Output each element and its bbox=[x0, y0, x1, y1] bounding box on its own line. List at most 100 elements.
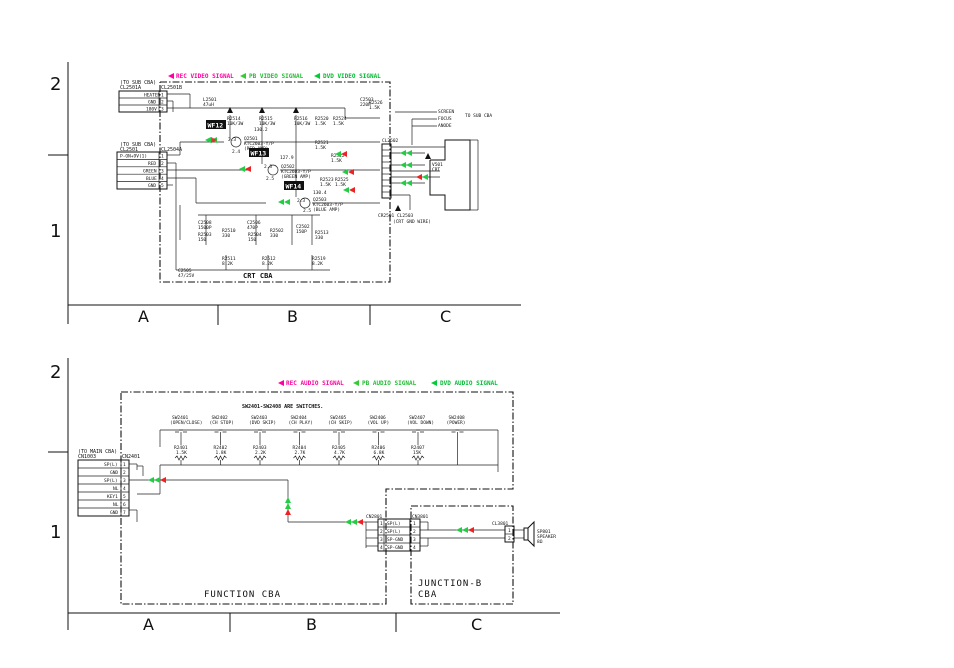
switch-1-ref: SW2401 bbox=[172, 415, 189, 421]
speaker-section: CL3801 1 2 SP801 SPEAKER 8Ω bbox=[492, 520, 556, 548]
legend-dvd-video: DVD VIDEO SIGNAL bbox=[323, 73, 381, 80]
junction-b-board-outline bbox=[410, 505, 514, 605]
c2503-val: 220P bbox=[360, 102, 371, 108]
q2503-part: KTC2603-Y/P bbox=[313, 202, 343, 208]
q2502-ref: Q2502 bbox=[281, 164, 295, 170]
v501-ref: V501 bbox=[432, 162, 443, 168]
cn3801-connector: CN3801 1 2 3 4 bbox=[409, 514, 429, 552]
q2502-symbol bbox=[267, 164, 279, 176]
switch-3-ref: SW2403 bbox=[251, 415, 268, 421]
c2502-val: 150P bbox=[296, 229, 307, 235]
cn3801-pin-1: 1 bbox=[413, 521, 416, 527]
cn2801-ref: CN2801 bbox=[366, 514, 383, 520]
switch-1-name: (OPEN/CLOSE) bbox=[170, 420, 203, 426]
c2506-val: 470P bbox=[247, 225, 258, 231]
r2502-val: 330 bbox=[270, 233, 278, 239]
conn2-pin-4-name: BLUE bbox=[146, 176, 157, 182]
conn2-pin-5-name: GND bbox=[148, 183, 156, 189]
switch-6-name: (VOL UP) bbox=[368, 420, 390, 426]
conn2-pin-2-num: 2 bbox=[161, 161, 164, 167]
conn1-pin-2-num: 2 bbox=[161, 100, 164, 106]
switch-4-name: (CH PLAY) bbox=[289, 420, 313, 426]
cn2801-pin-1-num: 1 bbox=[380, 521, 383, 527]
function-cba-label: FUNCTION CBA bbox=[204, 590, 281, 600]
conn2-pin-1-name: P-ON+9V(1) bbox=[120, 154, 147, 160]
r2521-val: 1.5K bbox=[315, 145, 326, 151]
cn2401-pin-5-num: 5 bbox=[123, 494, 126, 500]
cn2801-pin-4-num: 4 bbox=[380, 545, 383, 551]
wf13-label: WF13 bbox=[251, 150, 267, 158]
wf14-label: WF14 bbox=[286, 183, 302, 191]
r2503-val: 150 bbox=[198, 237, 206, 243]
switch-2-resistor-ref: R2402 bbox=[214, 445, 228, 451]
conn1-pin-1-num: 1 bbox=[161, 93, 164, 99]
wf12-label: WF12 bbox=[208, 122, 224, 130]
q2503-desc: (BLUE AMP) bbox=[313, 207, 340, 213]
cn3801-pin-2: 2 bbox=[413, 529, 416, 535]
r2514-val: 10K/3W bbox=[227, 121, 244, 127]
cn3801-pin-4: 4 bbox=[413, 545, 416, 551]
conn2-pin-1-num: 1 bbox=[161, 154, 164, 160]
legend-pb-audio: PB AUDIO SIGNAL bbox=[362, 380, 417, 387]
r2515-val: 10K/3W bbox=[259, 121, 276, 127]
r2523-ref: R2523 bbox=[320, 177, 334, 183]
switch-7-resistor-val: 15K bbox=[413, 450, 421, 456]
cn2401-pin-6-name: NL bbox=[113, 502, 119, 508]
top-col-label-b: B bbox=[287, 307, 298, 326]
switch-6-resistor-ref: R2406 bbox=[372, 445, 386, 451]
switch-7-resistor-symbol bbox=[411, 455, 425, 461]
switch-6-resistor-symbol bbox=[372, 455, 385, 461]
pb-audio-arrow-icon bbox=[353, 380, 359, 386]
cn2801-pin-2-num: 2 bbox=[380, 529, 383, 535]
cn2801-pin-1-name: SP(L) bbox=[387, 521, 401, 527]
rec-audio-arrow-icon bbox=[278, 380, 284, 386]
bottom-col-label-b: B bbox=[306, 615, 317, 634]
cn3801-ref: CN3801 bbox=[412, 514, 429, 520]
speaker-desc: SPEAKER bbox=[537, 534, 556, 540]
c2508-ref: C2508 bbox=[198, 220, 212, 226]
top-row-label-2: 2 bbox=[50, 74, 61, 95]
switch-5-ref: SW2405 bbox=[330, 415, 347, 421]
cn2401-subtitle: CN1003 bbox=[78, 454, 96, 460]
switch-1-resistor-val: 1.5K bbox=[176, 450, 187, 456]
switch-6-resistor-val: 6.8K bbox=[374, 450, 385, 456]
voltage-6: 2.5 bbox=[266, 176, 274, 182]
r2514-ref: R2514 bbox=[227, 116, 241, 122]
switch-4-ref: SW2404 bbox=[291, 415, 308, 421]
cn2401-pin-1-name: SP(L) bbox=[104, 462, 118, 468]
conn1-pin-3-name: 180V bbox=[146, 107, 157, 113]
switches-note: SW2401-SW2408 ARE SWITCHES. bbox=[242, 404, 323, 410]
crt-tube: SCREEN FOCUS ANODE TO SUB CBA V501 CRT C… bbox=[378, 109, 492, 225]
r2526-ref: R2526 bbox=[369, 100, 383, 106]
r2520-val: 1.5K bbox=[315, 121, 326, 127]
r2515-ref: R2515 bbox=[259, 116, 273, 122]
r2526-val: 1.5K bbox=[369, 105, 380, 111]
switch-4-resistor-symbol bbox=[293, 455, 306, 461]
r2512-ref: R2512 bbox=[262, 256, 276, 262]
cn2401-pin-3-name: SP(L) bbox=[104, 478, 118, 484]
cl2502-ref: CL2502 bbox=[382, 138, 399, 144]
conn2-ref: CL2504A bbox=[161, 147, 182, 153]
conn1-pin-2-name: GND bbox=[148, 100, 156, 106]
legend-rec-audio: REC AUDIO SIGNAL bbox=[286, 380, 344, 387]
r2510-ref: R2510 bbox=[222, 228, 236, 234]
top-signal-arrows bbox=[205, 137, 428, 205]
switch-7-resistor-ref: R2407 bbox=[411, 445, 425, 451]
r2512-val: 8.2K bbox=[262, 261, 273, 267]
waveform-labels: WF12 WF13 WF14 bbox=[206, 120, 304, 191]
switch-4-resistor-ref: R2404 bbox=[293, 445, 307, 451]
voltage-5: 2.3 bbox=[264, 164, 272, 170]
r2522-val: 1.5K bbox=[331, 158, 342, 164]
dvd-arrow-icon bbox=[314, 73, 320, 79]
cn2401-pin-4-num: 4 bbox=[123, 486, 126, 492]
conn2-pin-4-num: 4 bbox=[161, 176, 164, 182]
conn2-subtitle: CL2501 bbox=[120, 147, 138, 153]
q2502-desc: (GREEN AMP) bbox=[281, 174, 311, 180]
legend-rec-video: REC VIDEO SIGNAL bbox=[176, 73, 234, 80]
switch-3-resistor-val: 2.2K bbox=[255, 450, 266, 456]
legend-dvd-audio: DVD AUDIO SIGNAL bbox=[440, 380, 498, 387]
conn2-pin-3-num: 3 bbox=[161, 168, 164, 174]
dvd-audio-arrow-icon bbox=[431, 380, 437, 386]
